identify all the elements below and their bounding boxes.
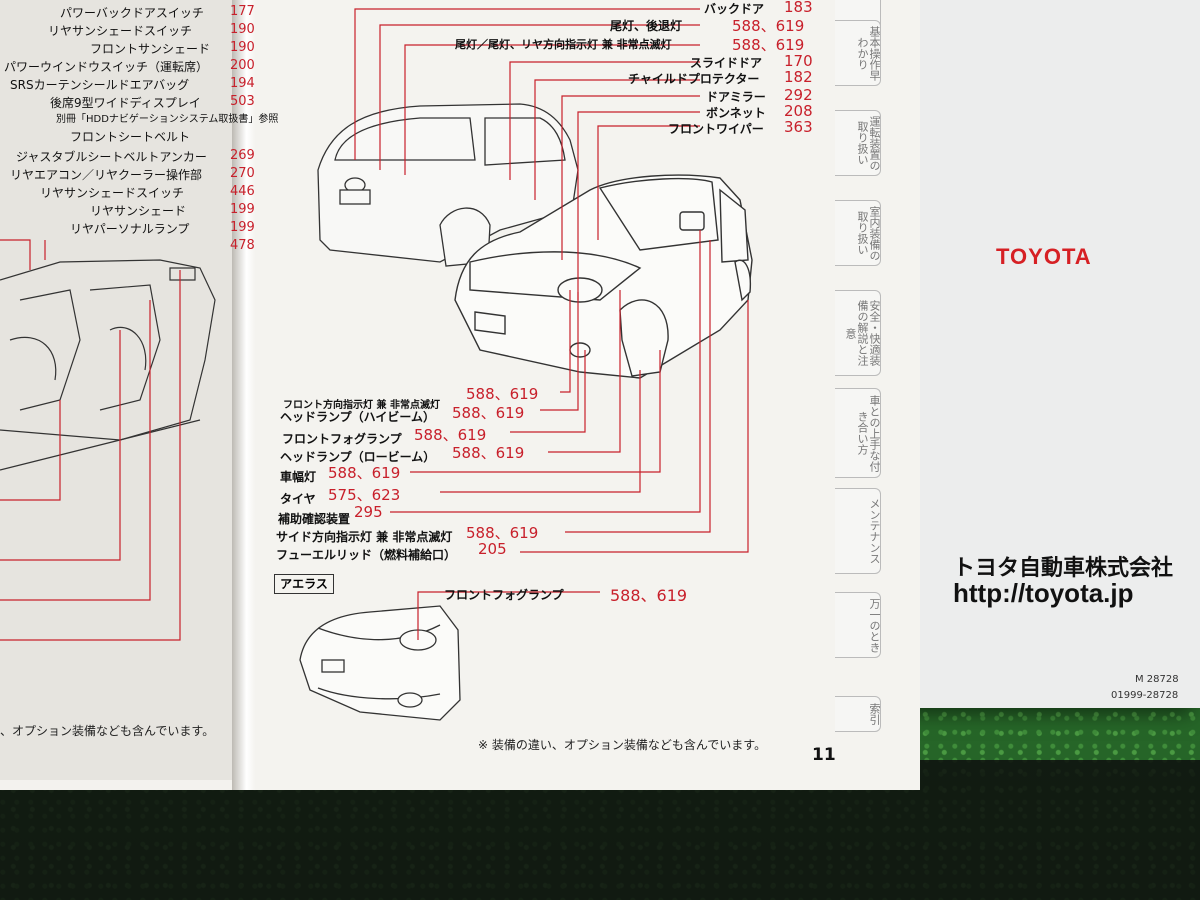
left-page-ref: 199 — [230, 202, 255, 217]
part-page-ref: 295 — [354, 503, 383, 521]
part-page-ref: 588、619 — [732, 36, 805, 54]
part-label: 尾灯／尾灯、リヤ方向指示灯 兼 非常点滅灯 — [455, 38, 672, 51]
part-page-ref: 575、623 — [328, 486, 401, 504]
part-page-ref: 208 — [784, 102, 813, 120]
page-number: 11 — [812, 745, 836, 765]
cover-brand-logo: TOYOTA — [996, 244, 1092, 269]
part-page-ref: 588、619 — [452, 444, 525, 462]
aeras-front-drawing — [299, 605, 461, 721]
part-page-ref: 588、619 — [732, 17, 805, 35]
cover-code: 01999-28728 — [1111, 690, 1179, 701]
index-tab: 基本操作早わかり — [835, 20, 881, 86]
part-page-ref: 588、619 — [610, 586, 688, 605]
part-label: フロントフォグランプ — [444, 588, 564, 602]
part-page-ref: 588、619 — [452, 404, 525, 422]
left-page-ref: 177 — [230, 4, 255, 19]
left-label: ジャスタブルシートベルトアンカー — [16, 150, 207, 164]
left-leader-lines — [0, 239, 181, 641]
part-page-ref: 183 — [784, 0, 813, 16]
index-tab: 索引 — [835, 696, 881, 732]
left-label: リヤサンシェード — [90, 204, 187, 218]
left-page-ref: 269 — [230, 148, 255, 163]
manual-cover — [900, 0, 1200, 708]
part-label: ヘッドランプ（ハイビーム） — [280, 410, 436, 424]
left-page-ref: 478 — [230, 238, 255, 253]
left-page-ref: 190 — [230, 40, 255, 55]
left-page-ref: 200 — [230, 58, 255, 73]
index-tab: 車との上手な付き合い方 — [835, 388, 881, 478]
part-page-ref: 292 — [784, 86, 813, 104]
part-label: ドアミラー — [706, 90, 766, 104]
part-label: フューエルリッド（燃料補給口） — [276, 548, 457, 562]
part-label: チャイルドプロテクター — [628, 72, 760, 86]
left-label: 後席9型ワイドディスプレイ — [50, 96, 201, 110]
left-label: 別冊「HDDナビゲーションシステム取扱書」参照 — [56, 114, 279, 125]
index-tab: 室内装備の取り扱い — [835, 200, 881, 266]
left-label: SRSカーテンシールドエアバッグ — [10, 78, 190, 92]
part-label: バックドア — [704, 2, 765, 16]
right-leader-lines — [354, 8, 749, 640]
part-label: サイド方向指示灯 兼 非常点滅灯 — [276, 530, 453, 544]
left-label: パワーバックドアスイッチ — [60, 6, 204, 20]
left-label: フロントシートベルト — [70, 130, 191, 144]
part-page-ref: 588、619 — [328, 464, 401, 482]
left-page-ref: 194 — [230, 76, 255, 91]
cover-maker-name: トヨタ自動車株式会社 — [953, 556, 1174, 581]
index-tab: 万一のとき — [835, 592, 881, 658]
part-label: タイヤ — [280, 492, 316, 506]
left-label: リヤサンシェードスイッチ — [40, 186, 185, 200]
aeras-section-title: アエラス — [274, 574, 334, 594]
part-page-ref: 170 — [784, 52, 813, 70]
part-label: 尾灯、後退灯 — [610, 19, 683, 33]
part-label: フロントフォグランプ — [282, 432, 402, 446]
part-page-ref: 182 — [784, 68, 813, 86]
left-page-ref: 446 — [230, 184, 255, 199]
footnote: ※ 装備の違い、オプション装備なども含んでいます。 — [478, 738, 767, 752]
index-tab: メンテナンス — [835, 488, 881, 574]
book-gutter — [232, 0, 256, 790]
index-tab: 運転装置の取り扱い — [835, 110, 881, 176]
part-page-ref: 363 — [784, 118, 813, 136]
left-label: リヤパーソナルランプ — [70, 222, 190, 236]
left-footnote: 、オプション装備なども含んでいます。 — [0, 724, 215, 738]
part-label: フロント方向指示灯 兼 非常点滅灯 — [283, 400, 440, 411]
part-label: スライドドア — [690, 56, 763, 70]
left-label: リヤサンシェードスイッチ — [48, 24, 193, 38]
index-tab: 安全・快適装備の解説と注意 — [835, 290, 881, 376]
part-label: 補助確認装置 — [278, 512, 351, 526]
left-label: パワーウインドウスイッチ（運転席） — [4, 60, 209, 74]
left-page-ref: 199 — [230, 220, 255, 235]
left-page-ref: 503 — [230, 94, 255, 109]
part-label: フロントワイパー — [668, 122, 764, 136]
left-page-ref: 270 — [230, 166, 255, 181]
interior-drawing — [0, 259, 216, 471]
cover-code: M 28728 — [1135, 674, 1179, 685]
part-page-ref: 588、619 — [466, 524, 539, 542]
left-label: フロントサンシェード — [90, 42, 211, 56]
left-page-ref: 190 — [230, 22, 255, 37]
part-page-ref: 588、619 — [466, 385, 539, 403]
part-page-ref: 588、619 — [414, 426, 487, 444]
part-label: ヘッドランプ（ロービーム） — [280, 450, 436, 464]
cover-url: http://toyota.jp — [953, 578, 1134, 608]
left-label: リヤエアコン／リヤクーラー操作部 — [10, 168, 203, 182]
front-van-drawing — [454, 174, 753, 379]
part-page-ref: 205 — [478, 540, 507, 558]
part-label: ボンネット — [706, 106, 766, 120]
part-label: 車幅灯 — [280, 470, 317, 484]
side-index-tabs: 基本操作早わかり 運転装置の取り扱い 室内装備の取り扱い 安全・快適装備の解説と… — [835, 0, 915, 790]
